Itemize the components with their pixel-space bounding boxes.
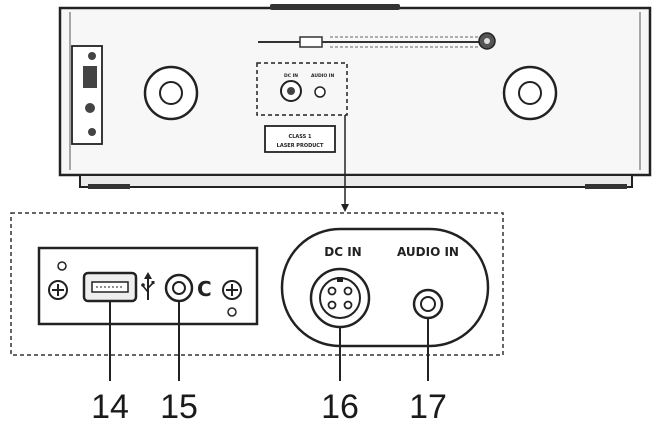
device-base	[79, 174, 633, 188]
laser-label-line1: CLASS 1	[289, 134, 312, 140]
headphone-symbol: C	[197, 277, 212, 301]
headphone-jack	[164, 273, 194, 303]
zoom-arrow	[341, 115, 349, 212]
callout-16: 16	[321, 388, 359, 426]
usb-port	[82, 271, 138, 303]
audio-in-jack	[412, 288, 444, 320]
side-port-panel	[71, 45, 103, 145]
device-rear-view: DC IN AUDIO IN CLASS 1 LASER PRODUCT	[58, 4, 652, 212]
small-input-area: DC IN AUDIO IN	[256, 62, 348, 116]
speaker-right	[502, 65, 558, 121]
dc-in-connector	[309, 267, 371, 329]
speaker-left	[143, 65, 199, 121]
laser-class-label: CLASS 1 LASER PRODUCT	[264, 125, 336, 153]
usb-symbol-icon	[141, 272, 155, 300]
detail-panel: C DC IN AUDIO IN	[10, 212, 504, 381]
left-port-plate: C	[37, 246, 259, 326]
right-port-plate: DC IN AUDIO IN	[280, 227, 490, 348]
callout-17: 17	[409, 388, 447, 426]
small-dc-label: DC IN	[284, 73, 298, 79]
callout-14: 14	[91, 388, 129, 426]
device-foot-left	[88, 184, 130, 189]
callout-15: 15	[160, 388, 198, 426]
dc-in-label: DC IN	[324, 245, 361, 259]
detail-dashed-frame	[10, 212, 504, 356]
antenna	[258, 32, 496, 50]
small-audio-label: AUDIO IN	[311, 73, 334, 79]
device-foot-right	[585, 184, 627, 189]
device-top-bar	[270, 4, 400, 10]
audio-in-label: AUDIO IN	[397, 245, 459, 259]
laser-label-line2: LASER PRODUCT	[277, 143, 324, 149]
